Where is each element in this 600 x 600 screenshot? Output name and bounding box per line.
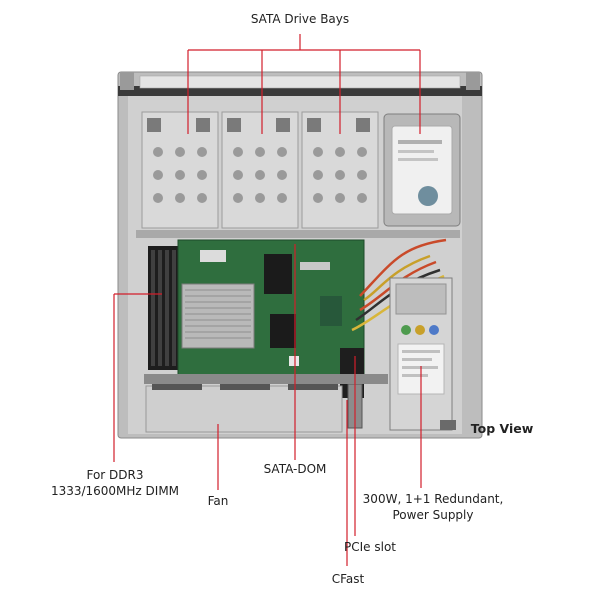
- chassis-front-tab-right: [466, 72, 480, 90]
- chipset-left: [264, 254, 292, 294]
- label-ddr3-line1: For DDR3: [86, 468, 144, 482]
- chassis-rail-top: [118, 86, 482, 96]
- drive-bay-2: [221, 111, 299, 229]
- heatsink-fins: [185, 289, 251, 339]
- fan-wall: [144, 374, 388, 384]
- bay-cross-bar: [136, 230, 460, 238]
- fan-2: [220, 384, 270, 390]
- power-supply-unit: [389, 277, 456, 431]
- label-cfast: CFast: [331, 572, 365, 586]
- fan-1: [152, 384, 202, 390]
- fan-housing: [145, 385, 343, 433]
- chassis-front-tab-left: [120, 72, 134, 90]
- sata-dom-connector: [289, 356, 299, 366]
- cpu-heatsink: [181, 283, 255, 349]
- label-sata-drive-bays: SATA Drive Bays: [250, 12, 350, 26]
- label-top-view: Top View: [470, 421, 534, 436]
- leader-lines: [113, 34, 422, 566]
- fan-3: [288, 384, 338, 390]
- chipset-right: [270, 314, 296, 348]
- board-component-c: [320, 296, 342, 326]
- label-sata-dom: SATA-DOM: [263, 462, 327, 476]
- drive-bay-3: [301, 111, 379, 229]
- chassis-front-lip: [139, 75, 461, 89]
- label-psu-line1: 300W, 1+1 Redundant,: [362, 492, 504, 506]
- hard-disk-drive: [383, 113, 461, 227]
- label-ddr3-line2: 1333/1600MHz DIMM: [50, 484, 180, 498]
- dimm-slots: [148, 246, 178, 370]
- board-component-a: [200, 250, 226, 262]
- drive-bay-1: [141, 111, 219, 229]
- label-fan: Fan: [207, 494, 229, 508]
- label-psu-line2: Power Supply: [392, 508, 474, 522]
- board-component-b: [300, 262, 330, 270]
- label-pcie-slot: PCIe slot: [344, 540, 396, 554]
